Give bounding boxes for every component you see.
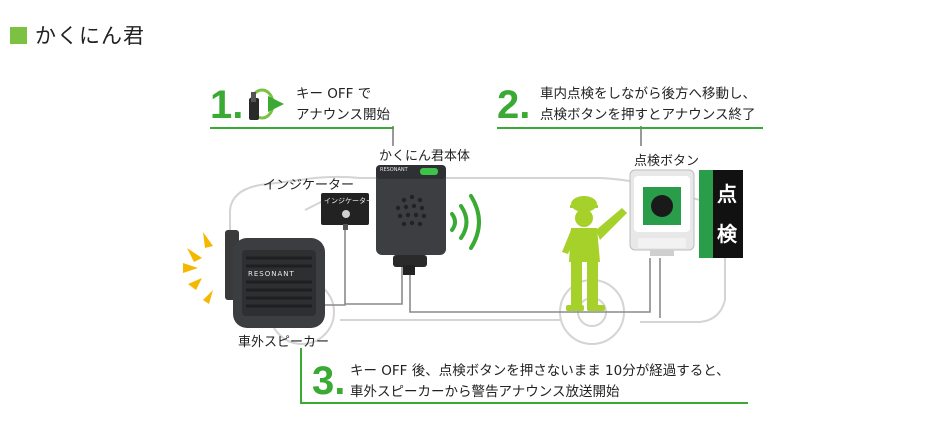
sign-char-2: 検: [717, 222, 737, 246]
connector-step1-horizontal: [392, 126, 394, 146]
step-1-underline: [210, 127, 394, 129]
connector-step2-horizontal: [640, 126, 642, 146]
step-1-text: キー OFF で アナウンス開始: [296, 84, 390, 126]
warning-burst-icon: [183, 232, 213, 304]
step-3-underline: [300, 402, 748, 404]
speaker-label: 車外スピーカー: [238, 335, 330, 350]
indicator-badge-text: インジケーター: [324, 197, 373, 205]
step-1-number: 1.: [210, 83, 244, 127]
step-2-number: 2.: [497, 83, 531, 127]
step-3-number: 3.: [312, 359, 346, 403]
step-3-line1: キー OFF 後、点検ボタンを押さないまま 10分が経過すると、: [350, 363, 730, 379]
outside-speaker: [225, 230, 325, 328]
step-2: 2.: [497, 85, 530, 125]
title-marker: [10, 26, 27, 44]
step-2-line1: 車内点検をしながら後方へ移動し、: [540, 86, 756, 102]
step-3-text: キー OFF 後、点検ボタンを押さないまま 10分が経過すると、 車外スピーカー…: [350, 361, 730, 403]
step-2-underline: [497, 127, 763, 129]
main-unit-label: かくにん君本体: [379, 149, 471, 164]
inspection-sign: [699, 170, 743, 258]
inspection-button-label: 点検ボタン: [634, 154, 700, 169]
step-1-line2: アナウンス開始: [296, 107, 390, 123]
person-figure: [562, 196, 627, 311]
wiring: [300, 228, 661, 318]
sign-char-1: 点: [717, 182, 737, 206]
page-title: かくにん君: [10, 20, 145, 50]
key-icon: [249, 88, 284, 120]
indicator-device: [321, 193, 369, 230]
step-1-line1: キー OFF で: [296, 86, 372, 102]
indicator-label: インジケーター: [263, 178, 355, 193]
inspection-button-device: [629, 169, 695, 256]
sound-wave-icon: [450, 194, 481, 250]
step-1: 1.: [210, 85, 243, 125]
step-3: 3.: [312, 361, 345, 401]
speaker-brand: RESONANT: [248, 270, 295, 278]
step-2-line2: 点検ボタンを押すとアナウンス終了: [540, 107, 756, 123]
main-unit-device: [376, 165, 446, 275]
step-3-line2: 車外スピーカーから警告アナウンス放送開始: [350, 384, 620, 400]
step-2-text: 車内点検をしながら後方へ移動し、 点検ボタンを押すとアナウンス終了: [540, 84, 756, 126]
main-unit-brand: RESONANT: [380, 167, 408, 173]
connector-step3-vertical: [300, 348, 302, 403]
title-text: かくにん君: [35, 24, 145, 48]
